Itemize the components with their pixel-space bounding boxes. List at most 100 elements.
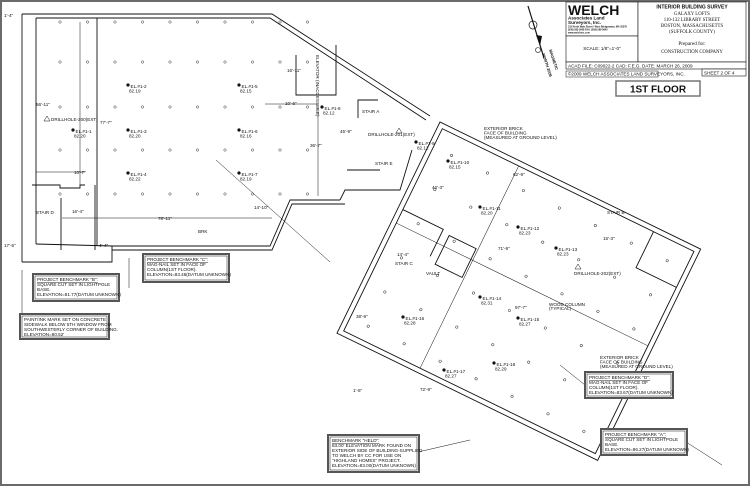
leader-line [215, 159, 331, 263]
elevation-label: EL.#1-2 [131, 84, 148, 89]
scale-text: SCALE: 1/8"=1'-0" [583, 46, 621, 51]
benchmark-held-box: BENCHMARK "HELD": 83.00' ELEVATION MARK … [327, 434, 423, 473]
column-marker [629, 241, 633, 245]
firm-logo: WELCH [568, 2, 619, 18]
column-marker [58, 192, 62, 196]
column-marker [58, 20, 62, 24]
column-marker [486, 171, 489, 175]
project-county: (SUFFOLK COUNTY) [669, 30, 715, 35]
elevation-value: 82.29 [495, 367, 507, 372]
column-marker [507, 309, 511, 312]
column-marker [141, 148, 144, 152]
benchmark-a-box: PROJECT BENCHMARK "A": SQUARE CUT SET IN… [600, 428, 689, 456]
firm-address: 215 North Main Street / West Bridgewater… [568, 26, 628, 29]
north-arrow-circle [528, 20, 538, 30]
project-address: 110-132 LIBRARY STREET [664, 18, 720, 23]
elevation-point-icon [237, 83, 241, 87]
dimension-text: 62'-9" [513, 172, 525, 177]
elevation-point-icon [126, 128, 130, 132]
column-marker [613, 275, 617, 279]
inner-wall-north [36, 17, 427, 121]
elevation-value: 82.16 [240, 134, 252, 139]
dimension-text: 72'-9" [420, 387, 432, 392]
elevation-value: 82.19 [240, 177, 252, 182]
exterior-brick-note: EXTERIOR BRICK [600, 355, 640, 360]
elevation-point-icon [126, 171, 130, 175]
column-marker [223, 20, 227, 24]
elevation-label: EL.#1-10 [451, 160, 470, 165]
column-marker [141, 192, 144, 196]
column-marker [168, 20, 172, 24]
elevation-label: EL.#1-9 [419, 141, 436, 146]
column-marker [168, 60, 172, 64]
dimension-text: 97'-7" [515, 305, 527, 310]
column-marker [521, 189, 525, 192]
exterior-brick-note: (MEASURED AT GROUND LEVEL) [600, 364, 673, 369]
leader-line [417, 439, 471, 453]
survey-title: INTERIOR BUILDING SURVEY [656, 5, 728, 11]
firm-sub: Associates Land [568, 16, 605, 21]
column-marker [86, 148, 89, 152]
elevation-value: 82.20 [74, 134, 86, 139]
dwg-info-box [565, 61, 747, 70]
elevation-value: 82.15 [449, 165, 461, 170]
column-marker [196, 148, 199, 152]
stair-d-wall [22, 243, 113, 263]
benchmark-text: COLUMN(1ST FLOOR). [147, 267, 197, 272]
column-marker [433, 188, 437, 192]
column-marker [168, 148, 172, 152]
dimension-text: 17'-5" [4, 243, 16, 248]
column-marker [306, 105, 309, 109]
column-marker [278, 192, 282, 196]
column-marker [251, 105, 254, 109]
column-marker [196, 20, 199, 24]
benchmark-text: ELEVATION=83.00(DATUM UNKNOWN) [332, 463, 416, 468]
column-marker [196, 192, 199, 196]
floor-label: 1ST FLOOR [630, 85, 687, 96]
column-marker [560, 292, 564, 296]
box-inner [21, 315, 108, 338]
column-marker [196, 105, 199, 109]
column-marker [278, 148, 282, 152]
benchmark-text: 83.00' ELEVATION MARK FOUND ON [332, 443, 411, 448]
column-marker [632, 327, 636, 331]
elevator-shaft [295, 45, 337, 96]
vault-label: VAULT [426, 271, 440, 276]
wood-column-note: WOOD COLUMN [549, 302, 585, 307]
benchmark-text: SOUTHWESTERLY CORNER OF BUILDING. [24, 327, 118, 332]
elevation-value: 82.28 [404, 321, 416, 326]
east-building [336, 121, 702, 461]
elevator-label: ELEVATOR (INACCESSIBLE) [315, 55, 320, 117]
benchmark-title: PROJECT BENCHMARK "A": [605, 432, 666, 437]
column-marker [141, 105, 144, 109]
column-marker [251, 20, 254, 24]
column-grid [366, 153, 669, 433]
column-marker [58, 60, 62, 64]
elevation-point-icon [320, 105, 324, 109]
elevation-point-icon [71, 128, 75, 132]
dimension-text: 78'-11" [158, 216, 172, 221]
column-marker [223, 105, 227, 109]
south-wall-outer [112, 203, 345, 251]
column-marker [278, 105, 282, 109]
stair-e-label: STAIR E [375, 161, 393, 166]
dimension-text: 77'-7" [100, 120, 112, 125]
column-marker [402, 342, 406, 346]
north-arrow-head [536, 35, 542, 46]
column-marker [168, 192, 172, 196]
benchmark-text: COLUMN(1ST FLOOR). [589, 385, 639, 390]
column-marker [223, 148, 227, 152]
prepared-for: Prepared for: [678, 40, 706, 47]
column-marker [455, 325, 459, 329]
column-marker [471, 291, 475, 295]
elevation-label: EL.#1-11 [483, 206, 502, 211]
column-marker [113, 192, 117, 196]
drillhole-icon [574, 263, 582, 270]
dimension-line [419, 165, 519, 369]
firm-web: www.welchinc.com [568, 32, 590, 35]
column-marker [563, 378, 567, 382]
column-marker [541, 240, 545, 244]
drillhole-icon [43, 115, 51, 122]
dimension-text: 16'-11" [287, 68, 301, 73]
elevation-value: 82.31 [481, 301, 493, 306]
